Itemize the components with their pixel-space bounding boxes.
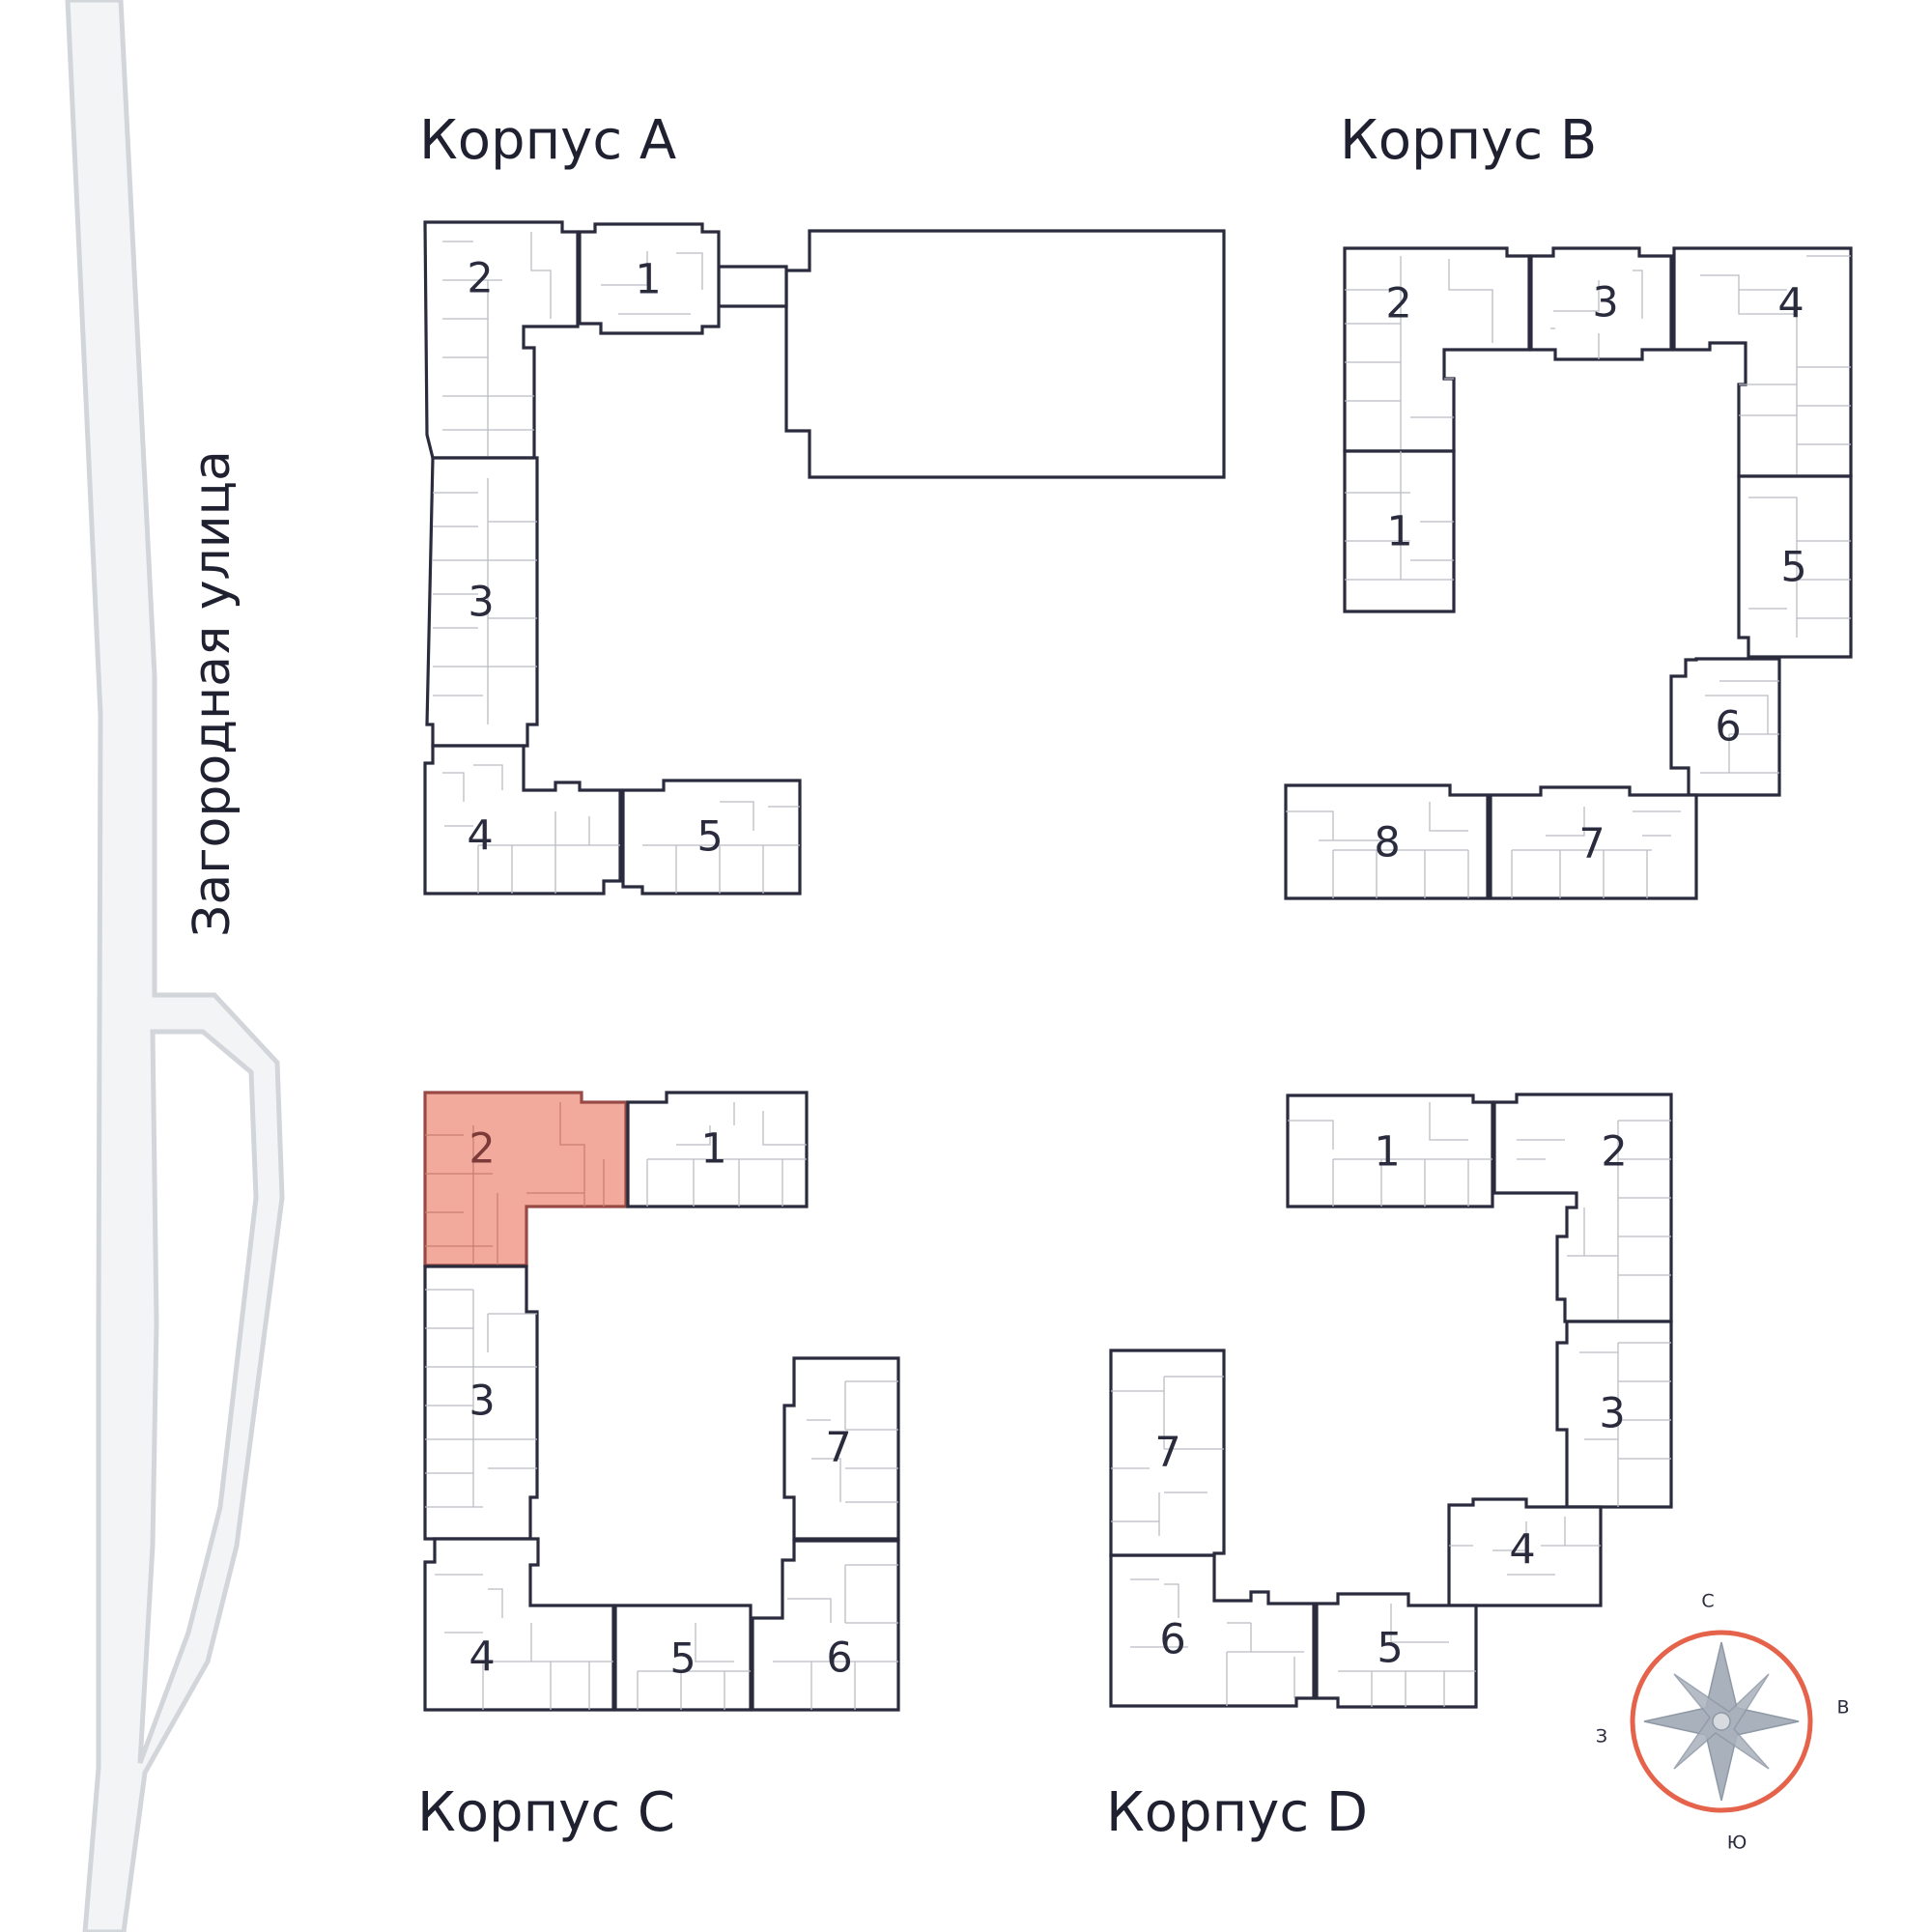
building-c-section-2-selected[interactable]: 2 — [423, 1091, 628, 1267]
building-a-section-3[interactable]: 3 — [425, 456, 539, 748]
compass-south-label: Ю — [1727, 1833, 1747, 1854]
svg-text:1: 1 — [1374, 1128, 1400, 1177]
svg-text:6: 6 — [1159, 1616, 1185, 1664]
svg-text:2: 2 — [1385, 280, 1411, 328]
svg-text:4: 4 — [1777, 280, 1804, 328]
building-b: Корпус B 2 1 3 4 5 — [1284, 109, 1853, 900]
svg-text:5: 5 — [696, 813, 723, 862]
svg-text:1: 1 — [1386, 508, 1412, 556]
building-a-connector — [717, 265, 788, 308]
building-c: Корпус C 2 1 3 4 5 — [417, 1091, 900, 1844]
building-d-section-2[interactable]: 2 — [1492, 1093, 1673, 1323]
building-b-section-4[interactable]: 4 — [1672, 246, 1853, 478]
svg-text:2: 2 — [469, 1125, 495, 1174]
building-a-section-5[interactable]: 5 — [621, 779, 802, 895]
building-c-section-6[interactable]: 6 — [751, 1539, 900, 1712]
building-d: Корпус D 1 2 3 4 5 — [1106, 1093, 1673, 1844]
building-c-section-5[interactable]: 5 — [613, 1604, 753, 1712]
svg-text:3: 3 — [1599, 1390, 1625, 1438]
building-b-section-1[interactable]: 1 — [1343, 449, 1456, 613]
building-c-section-4[interactable]: 4 — [423, 1537, 615, 1712]
building-d-section-3[interactable]: 3 — [1555, 1320, 1673, 1509]
building-a-section-4[interactable]: 4 — [423, 744, 622, 895]
building-d-section-6[interactable]: 6 — [1109, 1553, 1316, 1708]
building-b-section-5[interactable]: 5 — [1737, 474, 1853, 659]
building-a-title: Корпус A — [419, 109, 676, 172]
building-d-title: Корпус D — [1106, 1781, 1368, 1844]
svg-text:7: 7 — [1578, 820, 1605, 868]
compass-star-icon — [1643, 1641, 1800, 1802]
svg-text:6: 6 — [826, 1634, 852, 1683]
building-d-section-5[interactable]: 5 — [1315, 1592, 1478, 1709]
compass-rose: С В Ю З — [1596, 1591, 1850, 1854]
compass-west-label: З — [1596, 1726, 1607, 1747]
building-a-section-2[interactable]: 2 — [423, 220, 580, 460]
svg-text:2: 2 — [1601, 1128, 1627, 1177]
svg-text:5: 5 — [669, 1635, 696, 1684]
building-c-title: Корпус C — [417, 1781, 675, 1844]
svg-text:4: 4 — [469, 1634, 495, 1682]
compass-north-label: С — [1701, 1591, 1714, 1612]
svg-text:6: 6 — [1715, 703, 1741, 752]
svg-text:1: 1 — [635, 256, 661, 304]
svg-text:2: 2 — [467, 255, 493, 303]
svg-text:3: 3 — [468, 579, 494, 627]
svg-text:5: 5 — [1377, 1625, 1403, 1673]
building-d-section-7[interactable]: 7 — [1109, 1349, 1226, 1557]
building-a: Корпус A 2 1 3 4 5 — [419, 109, 1226, 895]
compass-east-label: В — [1836, 1697, 1849, 1719]
building-c-section-1[interactable]: 1 — [626, 1091, 809, 1208]
street-name: Загородная улица — [184, 450, 242, 937]
svg-text:7: 7 — [825, 1424, 851, 1472]
building-b-title: Корпус B — [1340, 109, 1597, 172]
building-c-section-3[interactable]: 3 — [423, 1264, 539, 1541]
building-b-section-8[interactable]: 8 — [1284, 783, 1490, 900]
building-a-section-1[interactable]: 1 — [578, 222, 721, 335]
building-b-section-6[interactable]: 6 — [1669, 657, 1781, 797]
svg-text:4: 4 — [1509, 1526, 1535, 1575]
building-a-annex — [784, 229, 1226, 479]
building-c-section-7[interactable]: 7 — [782, 1356, 900, 1541]
svg-text:8: 8 — [1374, 819, 1400, 867]
building-d-section-4[interactable]: 4 — [1447, 1497, 1603, 1607]
svg-text:4: 4 — [467, 812, 493, 861]
svg-text:3: 3 — [469, 1378, 495, 1426]
building-b-section-7[interactable]: 7 — [1489, 785, 1698, 900]
building-b-section-2[interactable]: 2 — [1343, 246, 1531, 453]
svg-text:5: 5 — [1780, 544, 1806, 592]
zagorodnaya-road — [65, 0, 285, 1932]
building-b-section-3[interactable]: 3 — [1529, 246, 1673, 361]
svg-text:1: 1 — [700, 1125, 726, 1174]
svg-text:7: 7 — [1154, 1429, 1180, 1477]
building-d-section-1[interactable]: 1 — [1286, 1094, 1494, 1208]
svg-text:3: 3 — [1592, 279, 1618, 327]
